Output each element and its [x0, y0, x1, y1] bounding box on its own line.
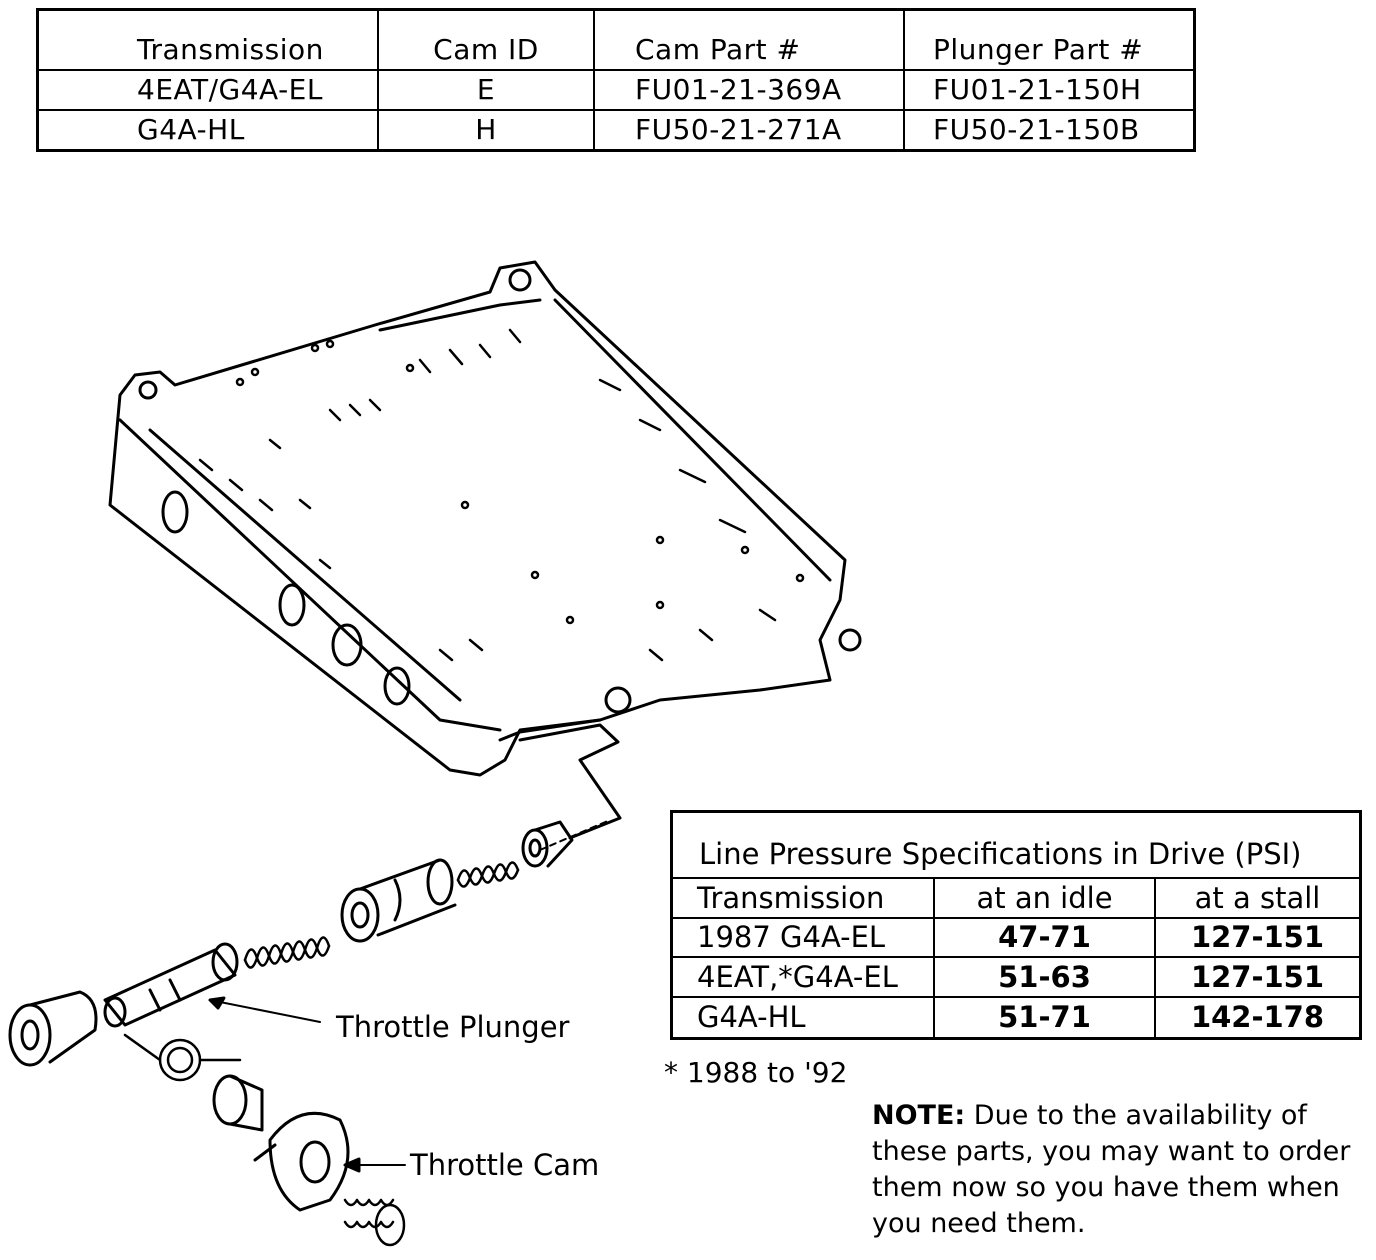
valve-part	[340, 858, 457, 943]
table-cell: 127-151	[1156, 919, 1359, 958]
table-cell: FU01-21-150H	[905, 71, 1193, 111]
main-spring	[243, 936, 331, 969]
table-cell: H	[379, 111, 595, 149]
throttle-plunger	[103, 942, 239, 1028]
torsion-spring	[123, 1033, 242, 1082]
note-label: NOTE:	[872, 1100, 966, 1131]
table-cell: 127-151	[1156, 958, 1359, 998]
note-text: Due to the availability of these parts, …	[872, 1100, 1351, 1239]
table-cell: 51-63	[935, 958, 1156, 998]
header-cam-id: Cam ID	[379, 11, 595, 71]
table-cell: 142-178	[1190, 1000, 1325, 1035]
screw	[343, 1198, 406, 1247]
table-cell: G4A-HL	[673, 997, 935, 1037]
end-cap	[8, 990, 98, 1067]
header-transmission: Transmission	[39, 11, 379, 71]
valve-body-outline	[108, 260, 847, 777]
bushing	[212, 1074, 264, 1132]
pressure-table: Line Pressure Specifications in Drive (P…	[670, 810, 1362, 1040]
table-cell: 51-71	[935, 997, 1156, 1037]
header-plunger-part: Plunger Part #	[905, 11, 1193, 71]
assembly-axis	[539, 819, 611, 851]
table-cell: 4EAT,*G4A-EL	[673, 958, 935, 998]
parts-table: Transmission Cam ID Cam Part # Plunger P…	[36, 8, 1196, 152]
table-cell: FU01-21-369A	[595, 71, 905, 111]
header-cam-part: Cam Part #	[595, 11, 905, 71]
table-cell: E	[379, 71, 595, 111]
table-cell: G4A-HL	[39, 111, 379, 149]
valve-body-top-edge	[118, 418, 502, 732]
header-stall: at a stall	[1156, 879, 1359, 919]
throttle-cam	[253, 1111, 350, 1212]
table-cell: 1987 G4A-EL	[673, 918, 935, 958]
table-cell: 47-71	[935, 918, 1156, 958]
sleeve-part	[521, 820, 574, 868]
plunger-leader-line	[209, 999, 321, 1023]
table-cell: FU50-21-150B	[933, 113, 1140, 146]
header-idle: at an idle	[935, 879, 1156, 919]
table-cell: 4EAT/G4A-EL	[39, 71, 379, 111]
throttle-cam-label: Throttle Cam	[410, 1148, 600, 1182]
note-paragraph: NOTE: Due to the availability of these p…	[872, 1098, 1362, 1242]
footnote: * 1988 to '92	[664, 1056, 848, 1089]
header-transmission: Transmission	[673, 879, 935, 919]
table-cell: FU50-21-271A	[595, 111, 905, 149]
small-spring	[456, 861, 520, 888]
pressure-table-title: Line Pressure Specifications in Drive (P…	[699, 837, 1302, 871]
plunger-bore-bracket	[518, 723, 622, 840]
throttle-plunger-label: Throttle Plunger	[336, 1010, 570, 1044]
